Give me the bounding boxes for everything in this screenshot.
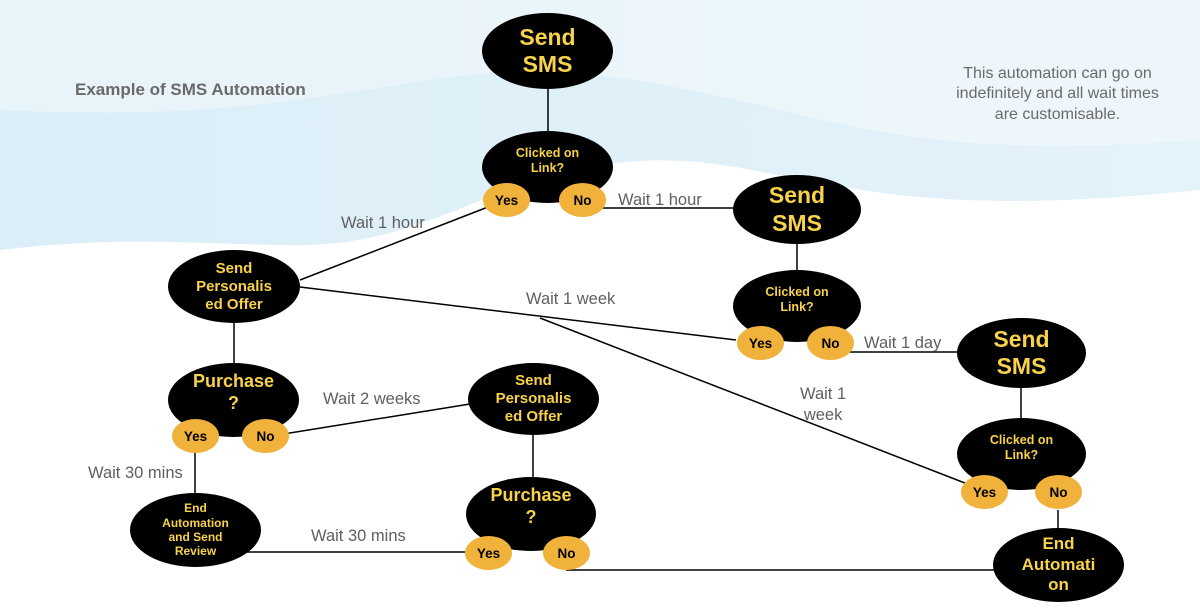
yes-answer: Yes [961, 475, 1008, 509]
customisation-note: This automation can go on indefinitely a… [956, 65, 1159, 123]
diagram-title: Example of SMS Automation [75, 80, 306, 99]
edge-yes1-offer1 [299, 199, 507, 281]
edge-offer1-yes2 [299, 286, 737, 341]
edge-label-wait-30-mins: Wait 30 mins [311, 527, 406, 545]
yes-answer: Yes [483, 183, 530, 217]
edge-label-wait-1-week: Wait 1 week [800, 385, 847, 425]
yes-answer: Yes [172, 419, 219, 453]
no-answer: No [559, 183, 606, 217]
yes-answer: Yes [737, 326, 784, 360]
edge-label-wait-30-mins: Wait 30 mins [88, 464, 183, 482]
no-answer: No [543, 536, 590, 570]
yes-answer: Yes [465, 536, 512, 570]
edge-label-wait-1-hour: Wait 1 hour [618, 191, 702, 209]
edge-label-wait-1-day: Wait 1 day [864, 334, 942, 352]
edge-label-wait-2-weeks: Wait 2 weeks [323, 390, 421, 408]
edge-label-wait-1-hour: Wait 1 hour [341, 214, 425, 232]
no-answer: No [242, 419, 289, 453]
edge-week-yes3 [539, 317, 971, 486]
no-answer: No [1035, 475, 1082, 509]
edge-no-purchase1-offer2 [264, 403, 471, 438]
no-answer: No [807, 326, 854, 360]
edge-label-wait-1-week: Wait 1 week [526, 290, 616, 308]
